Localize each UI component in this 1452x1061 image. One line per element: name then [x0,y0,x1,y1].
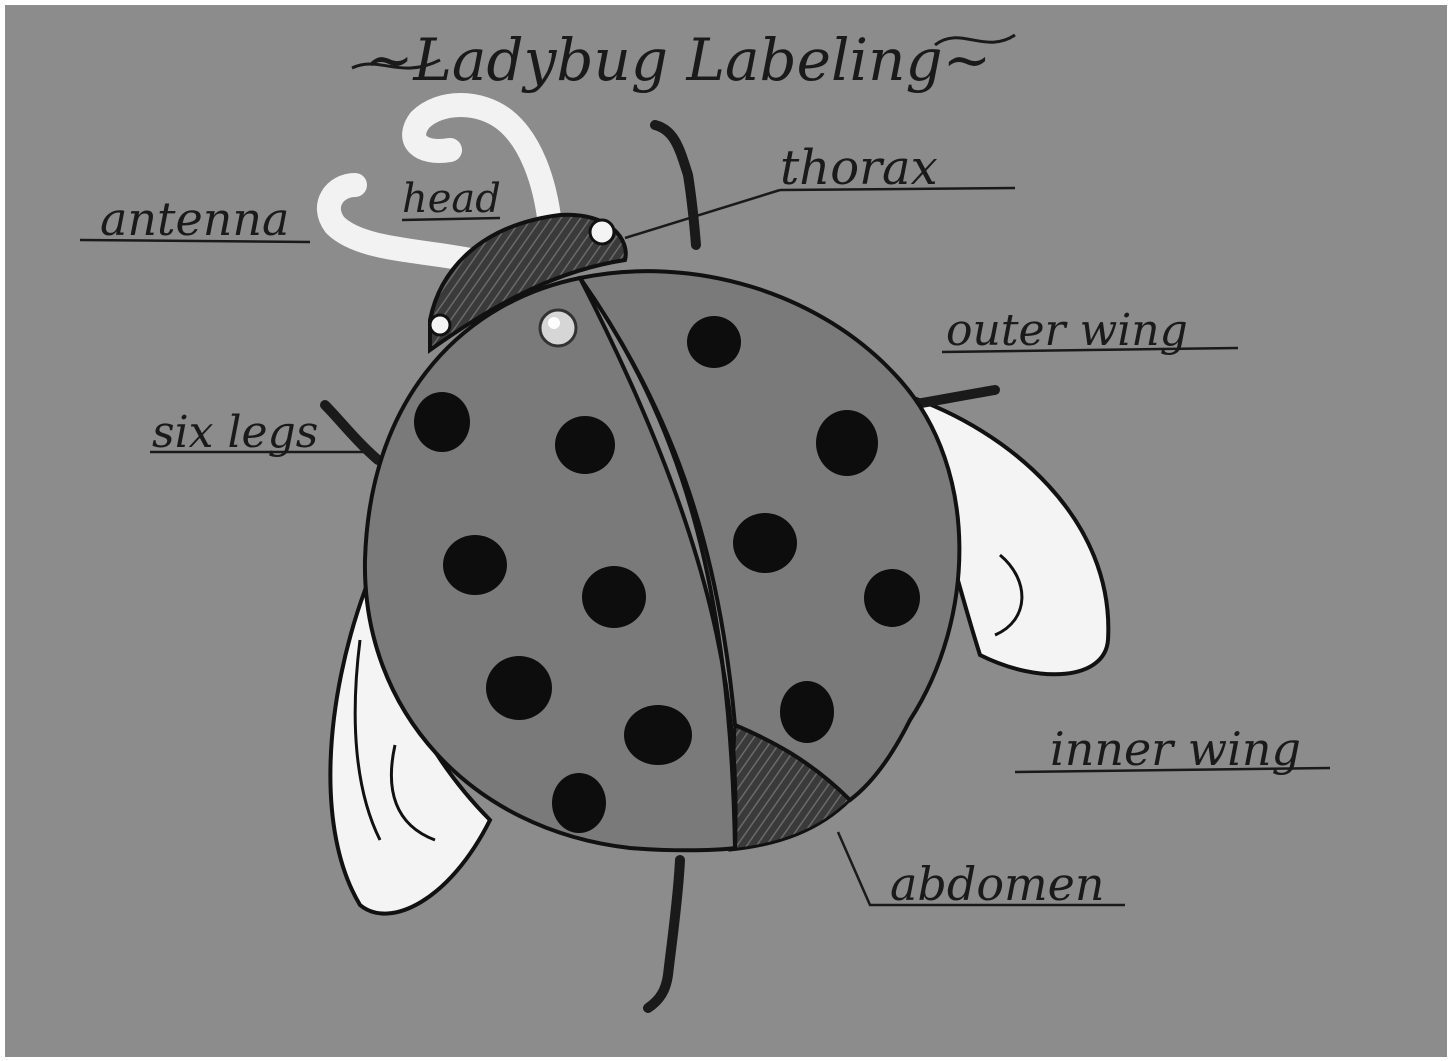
spot [816,410,878,476]
label-outer-wing: outer wing [946,305,1188,356]
spot [582,566,646,628]
label-head: head [402,176,501,222]
spot [486,656,552,720]
page-title: ~Ladybug Labeling~ [365,26,991,94]
label-thorax: thorax [780,140,938,196]
spot [733,513,797,573]
label-abdomen: abdomen [890,857,1104,911]
spot [552,773,606,833]
spot [443,535,507,595]
ladybug-shell [365,271,959,850]
spot [864,569,920,627]
spot [624,705,692,765]
spot [780,681,834,743]
eye-left [430,315,450,335]
title-group: ~Ladybug Labeling~ [352,26,1015,94]
label-six-legs: six legs [152,407,318,458]
spot [414,392,470,452]
brad-fastener [540,310,576,346]
label-antenna: antenna [100,192,289,246]
spot [555,416,615,474]
label-inner-wing: inner wing [1050,722,1301,776]
eye-right [590,220,614,244]
spot [687,316,741,368]
